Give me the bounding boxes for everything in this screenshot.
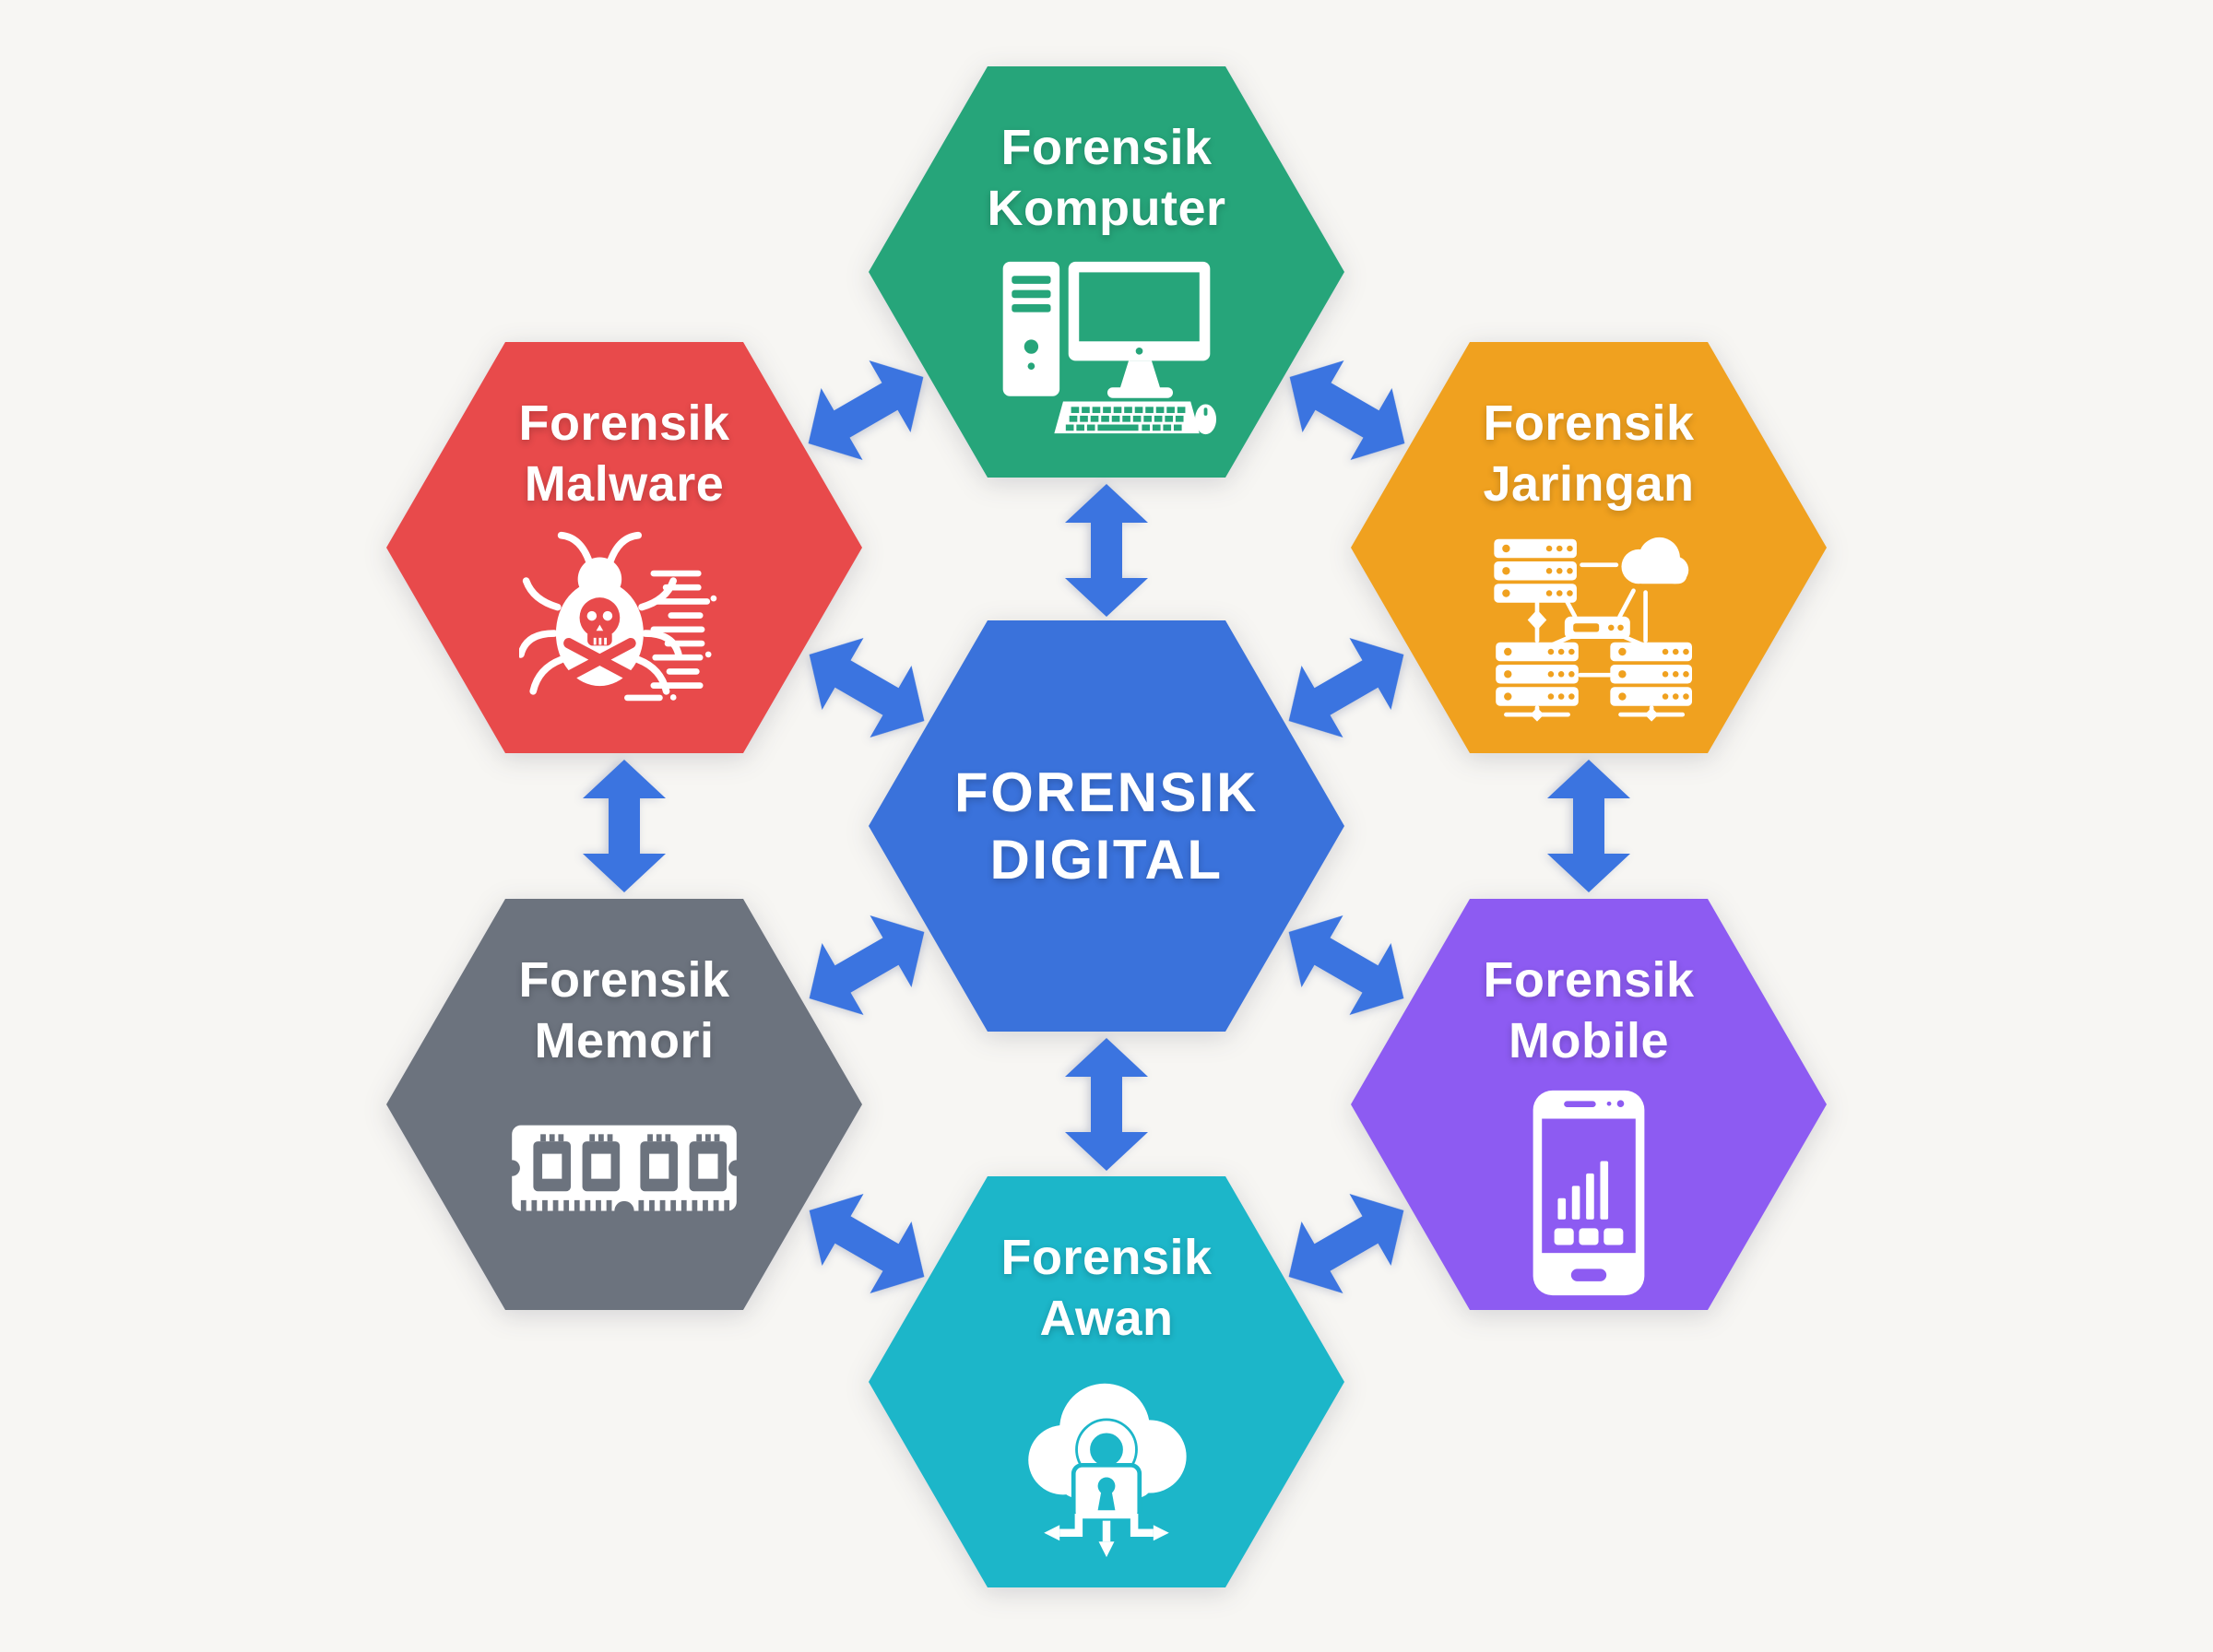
node-label-line2: Jaringan (1483, 455, 1695, 512)
node-forensik-mobile: Forensik Mobile (1351, 899, 1827, 1310)
arrow-malware-memori (581, 760, 668, 892)
node-label: Forensik Awan (1000, 1228, 1212, 1350)
arrow-malware-komputer (787, 339, 945, 480)
node-label-line2: Komputer (987, 180, 1226, 236)
cloud-lock-icon (1002, 1364, 1211, 1561)
node-label-line2: Mobile (1508, 1012, 1669, 1068)
hexagon-shape: Forensik Mobile (1351, 899, 1827, 1310)
node-label-line1: Forensik (1000, 1230, 1213, 1285)
node-label-line2: Memori (534, 1012, 715, 1068)
node-label: Forensik Mobile (1483, 950, 1694, 1072)
node-label-line1: Forensik (518, 395, 730, 451)
center-title-line2: DIGITAL (989, 829, 1224, 891)
arrow-memori-awan (787, 1173, 946, 1314)
center-title: FORENSIK DIGITAL (954, 759, 1259, 893)
arrow-digital-awan (1063, 1038, 1150, 1171)
network-icon (1485, 530, 1692, 722)
hexagon-shape: Forensik Awan (869, 1176, 1344, 1587)
node-label-line1: Forensik (518, 952, 730, 1008)
arrow-jaringan-mobile (1545, 760, 1632, 892)
node-forensik-memori: Forensik Memori (386, 899, 862, 1310)
node-label-line2: Malware (524, 455, 725, 512)
arrow-digital-jaringan (1267, 617, 1426, 758)
arrow-digital-mobile (1267, 894, 1426, 1035)
arrow-mobile-awan (1267, 1173, 1426, 1314)
node-label-line2: Awan (1039, 1290, 1174, 1346)
node-forensik-digital: FORENSIK DIGITAL (869, 620, 1344, 1032)
arrow-komputer-jaringan (1268, 339, 1426, 480)
node-forensik-awan: Forensik Awan (869, 1176, 1344, 1587)
node-label-line1: Forensik (1000, 120, 1213, 175)
bug-skull-icon (517, 530, 729, 705)
node-label: Forensik Malware (518, 394, 729, 515)
node-forensik-jaringan: Forensik Jaringan (1351, 342, 1827, 753)
smartphone-icon (1522, 1087, 1655, 1299)
node-forensik-malware: Forensik Malware (386, 342, 862, 753)
arrow-digital-komputer (1063, 484, 1150, 617)
node-label-line1: Forensik (1483, 395, 1695, 451)
node-label: Forensik Jaringan (1483, 394, 1694, 515)
node-label: Forensik Komputer (988, 118, 1226, 240)
arrow-digital-malware (787, 617, 946, 758)
center-title-line1: FORENSIK (953, 761, 1260, 823)
hexagon-shape: Forensik Memori (386, 899, 862, 1310)
node-label: Forensik Memori (518, 950, 729, 1072)
node-forensik-komputer: Forensik Komputer (869, 66, 1344, 478)
node-label-line1: Forensik (1483, 952, 1695, 1008)
ram-icon (503, 1116, 745, 1250)
computer-icon (996, 254, 1217, 441)
arrow-digital-memori (787, 894, 946, 1035)
